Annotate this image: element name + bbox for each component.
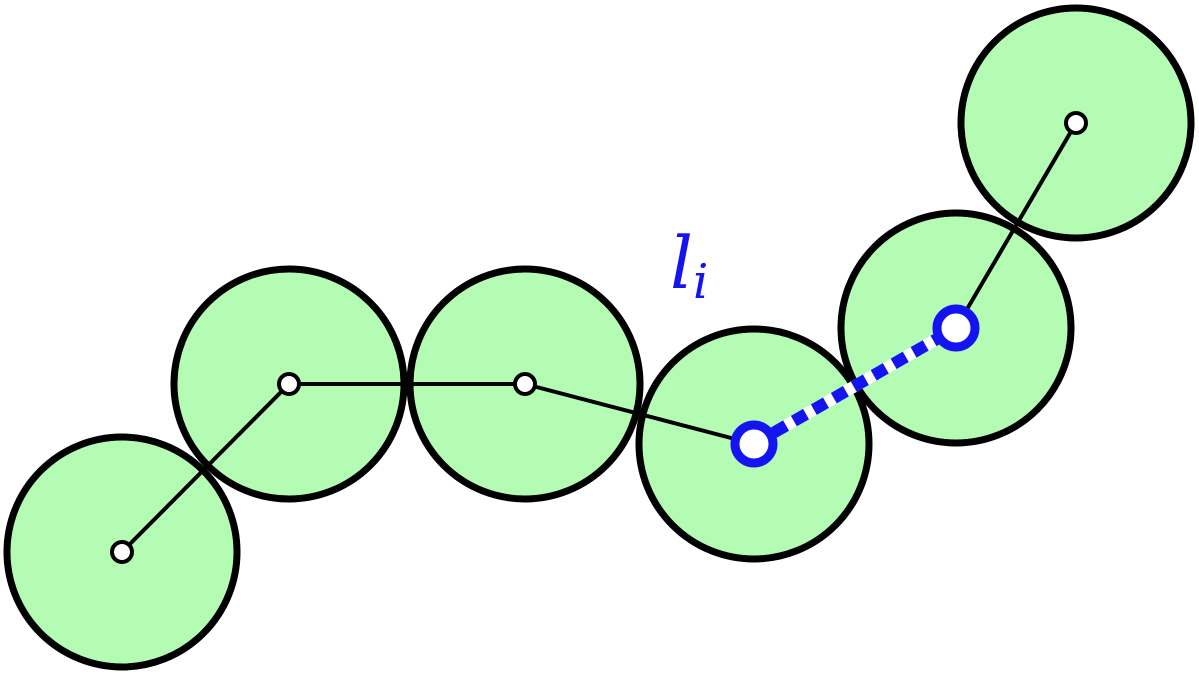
link-3 [524, 382, 755, 446]
highlighted-link-dashes [751, 322, 959, 450]
node-2 [277, 372, 301, 396]
links [120, 121, 1078, 554]
segment-label-base: l [670, 221, 693, 305]
node-1 [110, 540, 134, 564]
node-6 [1064, 111, 1088, 135]
node-3 [513, 372, 537, 396]
beads [3, 4, 1195, 671]
nodes [110, 111, 1088, 564]
link-1 [120, 382, 291, 554]
node-5 [932, 304, 980, 352]
segment-length-label: li [670, 221, 708, 310]
segment-label-subscript: i [693, 254, 708, 310]
node-4 [730, 420, 778, 468]
link-5 [954, 121, 1078, 330]
highlighted-link-group [751, 322, 959, 450]
